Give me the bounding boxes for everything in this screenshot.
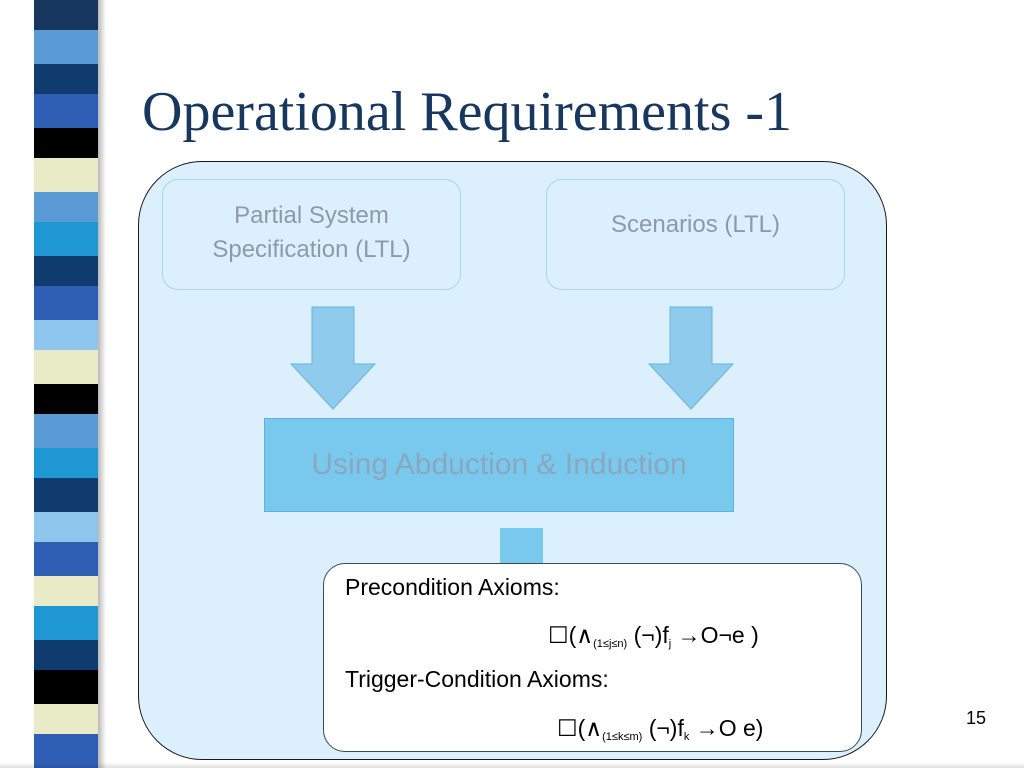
process-output-connector xyxy=(500,528,543,568)
process-label: Using Abduction & Induction xyxy=(311,448,687,481)
stripe-segment xyxy=(34,30,98,64)
formula-index: k xyxy=(683,731,690,743)
always-operator-icon: ☐ xyxy=(557,715,578,741)
slide-title: Operational Requirements -1 xyxy=(142,81,793,143)
formula-open: (∧ xyxy=(568,622,594,648)
stripe-segment xyxy=(34,640,98,674)
stripe-segment xyxy=(34,384,98,418)
stripe-segment xyxy=(34,158,98,192)
stripe-segment xyxy=(34,128,98,162)
slide-bottom-shadow xyxy=(0,762,1024,768)
stripe-segment xyxy=(34,478,98,512)
stripe-segment xyxy=(34,576,98,610)
formula-tail: →O¬e ) xyxy=(671,622,759,648)
stripe-segment xyxy=(34,734,98,768)
stripe-segment xyxy=(34,94,98,128)
stripe-segment xyxy=(34,512,98,546)
abduction-induction-process-box: Using Abduction & Induction xyxy=(264,418,734,512)
stripe-segment xyxy=(34,542,98,576)
stripe-segment xyxy=(34,350,98,384)
specification-line-2: Specification (LTL) xyxy=(212,235,411,263)
stripe-segment xyxy=(34,448,98,482)
precondition-axioms-heading: Precondition Axioms: xyxy=(345,574,560,600)
stripe-segment xyxy=(34,670,98,704)
stripe-segment xyxy=(34,64,98,98)
stripe-segment xyxy=(34,704,98,738)
specification-line-1: Partial System xyxy=(234,201,389,229)
stripe-segment xyxy=(34,606,98,640)
formula-range: (1≤k≤m) xyxy=(602,731,643,743)
stripe-shadow xyxy=(98,0,106,768)
trigger-condition-axioms-heading: Trigger-Condition Axioms: xyxy=(345,666,609,692)
scenarios-box: Scenarios (LTL) xyxy=(546,179,845,290)
formula-middle: (¬)f xyxy=(627,622,669,648)
stripe-segment xyxy=(34,0,98,34)
formula-open: (∧ xyxy=(577,715,603,741)
formula-tail: →O e) xyxy=(689,715,764,741)
trigger-condition-formula: ☐(∧(1≤k≤m) (¬)fk →O e) xyxy=(557,715,763,743)
stripe-segment xyxy=(34,286,98,320)
precondition-formula: ☐(∧(1≤j≤n) (¬)fj →O¬e ) xyxy=(548,622,759,650)
stripe-segment xyxy=(34,222,98,256)
stripe-segment xyxy=(34,192,98,226)
formula-range: (1≤j≤n) xyxy=(593,638,628,650)
formula-index: j xyxy=(668,638,672,650)
page-number: 15 xyxy=(966,708,987,728)
stripe-segment xyxy=(34,320,98,354)
stripe-segment xyxy=(34,256,98,290)
stripe-segment xyxy=(34,414,98,448)
down-arrow-left-icon xyxy=(290,306,376,410)
scenarios-label: Scenarios (LTL) xyxy=(611,210,780,238)
down-arrow-right-icon xyxy=(648,306,734,410)
decorative-stripe-bar xyxy=(34,0,98,768)
axioms-output-box xyxy=(323,563,862,752)
partial-system-specification-box: Partial System Specification (LTL) xyxy=(162,179,461,290)
always-operator-icon: ☐ xyxy=(548,622,569,648)
formula-middle: (¬)f xyxy=(642,715,684,741)
